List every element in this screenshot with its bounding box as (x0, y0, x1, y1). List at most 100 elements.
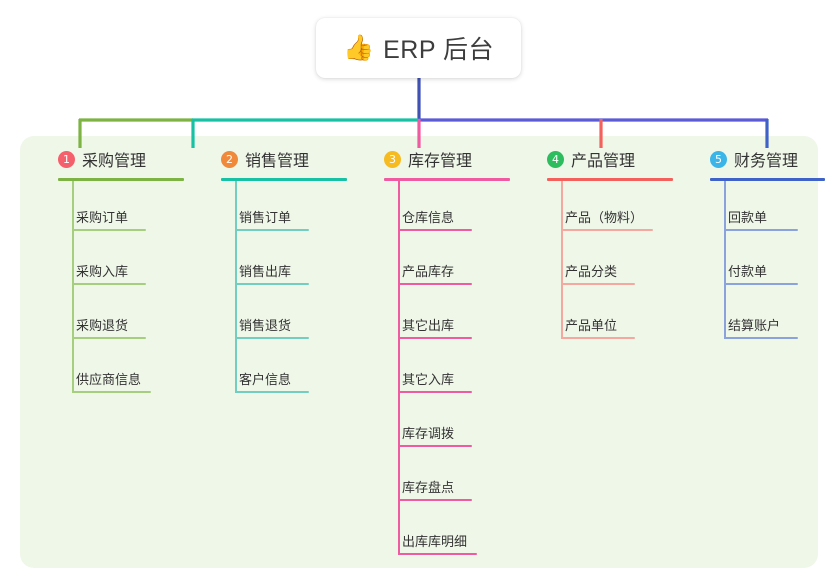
leaf-rule (398, 229, 472, 231)
column-title-4: 产品管理 (571, 153, 636, 170)
leaf-rule (72, 283, 146, 285)
leaf-label: 其它出库 (402, 318, 455, 333)
column-spine-2 (235, 181, 237, 393)
column-header-2[interactable]: 2 销售管理 (203, 146, 373, 172)
leaf-label: 销售退货 (239, 318, 292, 333)
leaf-item[interactable]: 客户信息 (203, 343, 373, 397)
column-title-2: 销售管理 (245, 153, 310, 170)
column-badge-3: 3 (384, 150, 401, 168)
column-header-4[interactable]: 4 产品管理 (529, 146, 699, 172)
leaf-item[interactable]: 采购订单 (40, 181, 210, 235)
leaf-list-4: 产品（物料） 产品分类产品单位 (529, 181, 699, 343)
column-header-1[interactable]: 1 采购管理 (40, 146, 210, 172)
column-spine-1 (72, 181, 74, 393)
column-rule-4 (547, 178, 673, 181)
leaf-item[interactable]: 采购退货 (40, 289, 210, 343)
leaf-label: 付款单 (728, 264, 768, 279)
column-rule-2 (221, 178, 347, 181)
leaf-item[interactable]: 付款单 (692, 235, 839, 289)
leaf-rule (398, 499, 472, 501)
leaf-rule (235, 229, 309, 231)
leaf-rule (561, 229, 653, 231)
leaf-list-2: 销售订单销售出库销售退货客户信息 (203, 181, 373, 397)
column-spine-5 (724, 181, 726, 339)
leaf-rule (235, 391, 309, 393)
leaf-item[interactable]: 仓库信息 (366, 181, 536, 235)
leaf-item[interactable]: 库存调拨 (366, 397, 536, 451)
leaf-item[interactable]: 出库库明细 (366, 505, 536, 559)
column-header-5[interactable]: 5 财务管理 (692, 146, 839, 172)
column-title-1: 采购管理 (82, 153, 147, 170)
leaf-item[interactable]: 采购入库 (40, 235, 210, 289)
leaf-label: 采购订单 (76, 210, 129, 225)
leaf-label: 库存盘点 (402, 480, 455, 495)
leaf-label: 产品库存 (402, 264, 455, 279)
column-rule-3 (384, 178, 510, 181)
leaf-item[interactable]: 库存盘点 (366, 451, 536, 505)
leaf-rule (724, 283, 798, 285)
leaf-label: 采购入库 (76, 264, 129, 279)
leaf-item[interactable]: 供应商信息 (40, 343, 210, 397)
column-spine-3 (398, 181, 400, 555)
leaf-label: 供应商信息 (76, 372, 142, 387)
leaf-list-1: 采购订单采购入库采购退货供应商信息 (40, 181, 210, 397)
leaf-rule (561, 337, 635, 339)
leaf-rule (72, 337, 146, 339)
column-badge-4: 4 (547, 150, 564, 168)
column-1: 1 采购管理采购订单采购入库采购退货供应商信息 (40, 146, 210, 397)
leaf-label: 回款单 (728, 210, 768, 225)
leaf-label: 其它入库 (402, 372, 455, 387)
leaf-label: 出库库明细 (402, 534, 468, 549)
leaf-rule (398, 337, 472, 339)
leaf-rule (398, 283, 472, 285)
leaf-item[interactable]: 产品单位 (529, 289, 699, 343)
column-2: 2 销售管理销售订单销售出库销售退货客户信息 (203, 146, 373, 397)
leaf-label: 结算账户 (728, 318, 781, 333)
leaf-rule (724, 337, 798, 339)
leaf-rule (398, 553, 477, 555)
column-header-3[interactable]: 3 库存管理 (366, 146, 536, 172)
column-badge-2: 2 (221, 150, 238, 168)
leaf-label: 仓库信息 (402, 210, 455, 225)
column-rule-5 (710, 178, 825, 181)
leaf-label: 采购退货 (76, 318, 129, 333)
column-4: 4 产品管理产品（物料） 产品分类产品单位 (529, 146, 699, 343)
leaf-item[interactable]: 其它出库 (366, 289, 536, 343)
leaf-rule (72, 229, 146, 231)
leaf-item[interactable]: 销售出库 (203, 235, 373, 289)
leaf-item[interactable]: 产品（物料） (529, 181, 699, 235)
leaf-rule (235, 337, 309, 339)
root-title: ERP 后台 (383, 36, 495, 64)
leaf-item[interactable]: 其它入库 (366, 343, 536, 397)
leaf-item[interactable]: 产品库存 (366, 235, 536, 289)
column-title-3: 库存管理 (408, 153, 473, 170)
column-spine-4 (561, 181, 563, 339)
leaf-list-3: 仓库信息产品库存其它出库其它入库库存调拨库存盘点出库库明细 (366, 181, 536, 559)
leaf-rule (398, 391, 472, 393)
leaf-item[interactable]: 销售退货 (203, 289, 373, 343)
leaf-rule (398, 445, 472, 447)
leaf-rule (235, 283, 309, 285)
leaf-item[interactable]: 结算账户 (692, 289, 839, 343)
diagram-panel (20, 136, 818, 568)
leaf-label: 库存调拨 (402, 426, 455, 441)
leaf-item[interactable]: 销售订单 (203, 181, 373, 235)
column-title-5: 财务管理 (734, 153, 799, 170)
column-badge-5: 5 (710, 150, 727, 168)
leaf-item[interactable]: 产品分类 (529, 235, 699, 289)
column-3: 3 库存管理仓库信息产品库存其它出库其它入库库存调拨库存盘点出库库明细 (366, 146, 536, 559)
leaf-list-5: 回款单付款单结算账户 (692, 181, 839, 343)
leaf-item[interactable]: 回款单 (692, 181, 839, 235)
leaf-label: 产品分类 (565, 264, 618, 279)
root-node[interactable]: 👍 ERP 后台 (316, 18, 521, 78)
leaf-label: 产品单位 (565, 318, 618, 333)
thumbs-up-icon: 👍 (342, 33, 375, 62)
leaf-rule (724, 229, 798, 231)
column-rule-1 (58, 178, 184, 181)
column-badge-1: 1 (58, 150, 75, 168)
leaf-label: 客户信息 (239, 372, 292, 387)
leaf-rule (561, 283, 635, 285)
column-5: 5 财务管理回款单付款单结算账户 (692, 146, 839, 343)
leaf-label: 产品（物料） (565, 210, 644, 225)
